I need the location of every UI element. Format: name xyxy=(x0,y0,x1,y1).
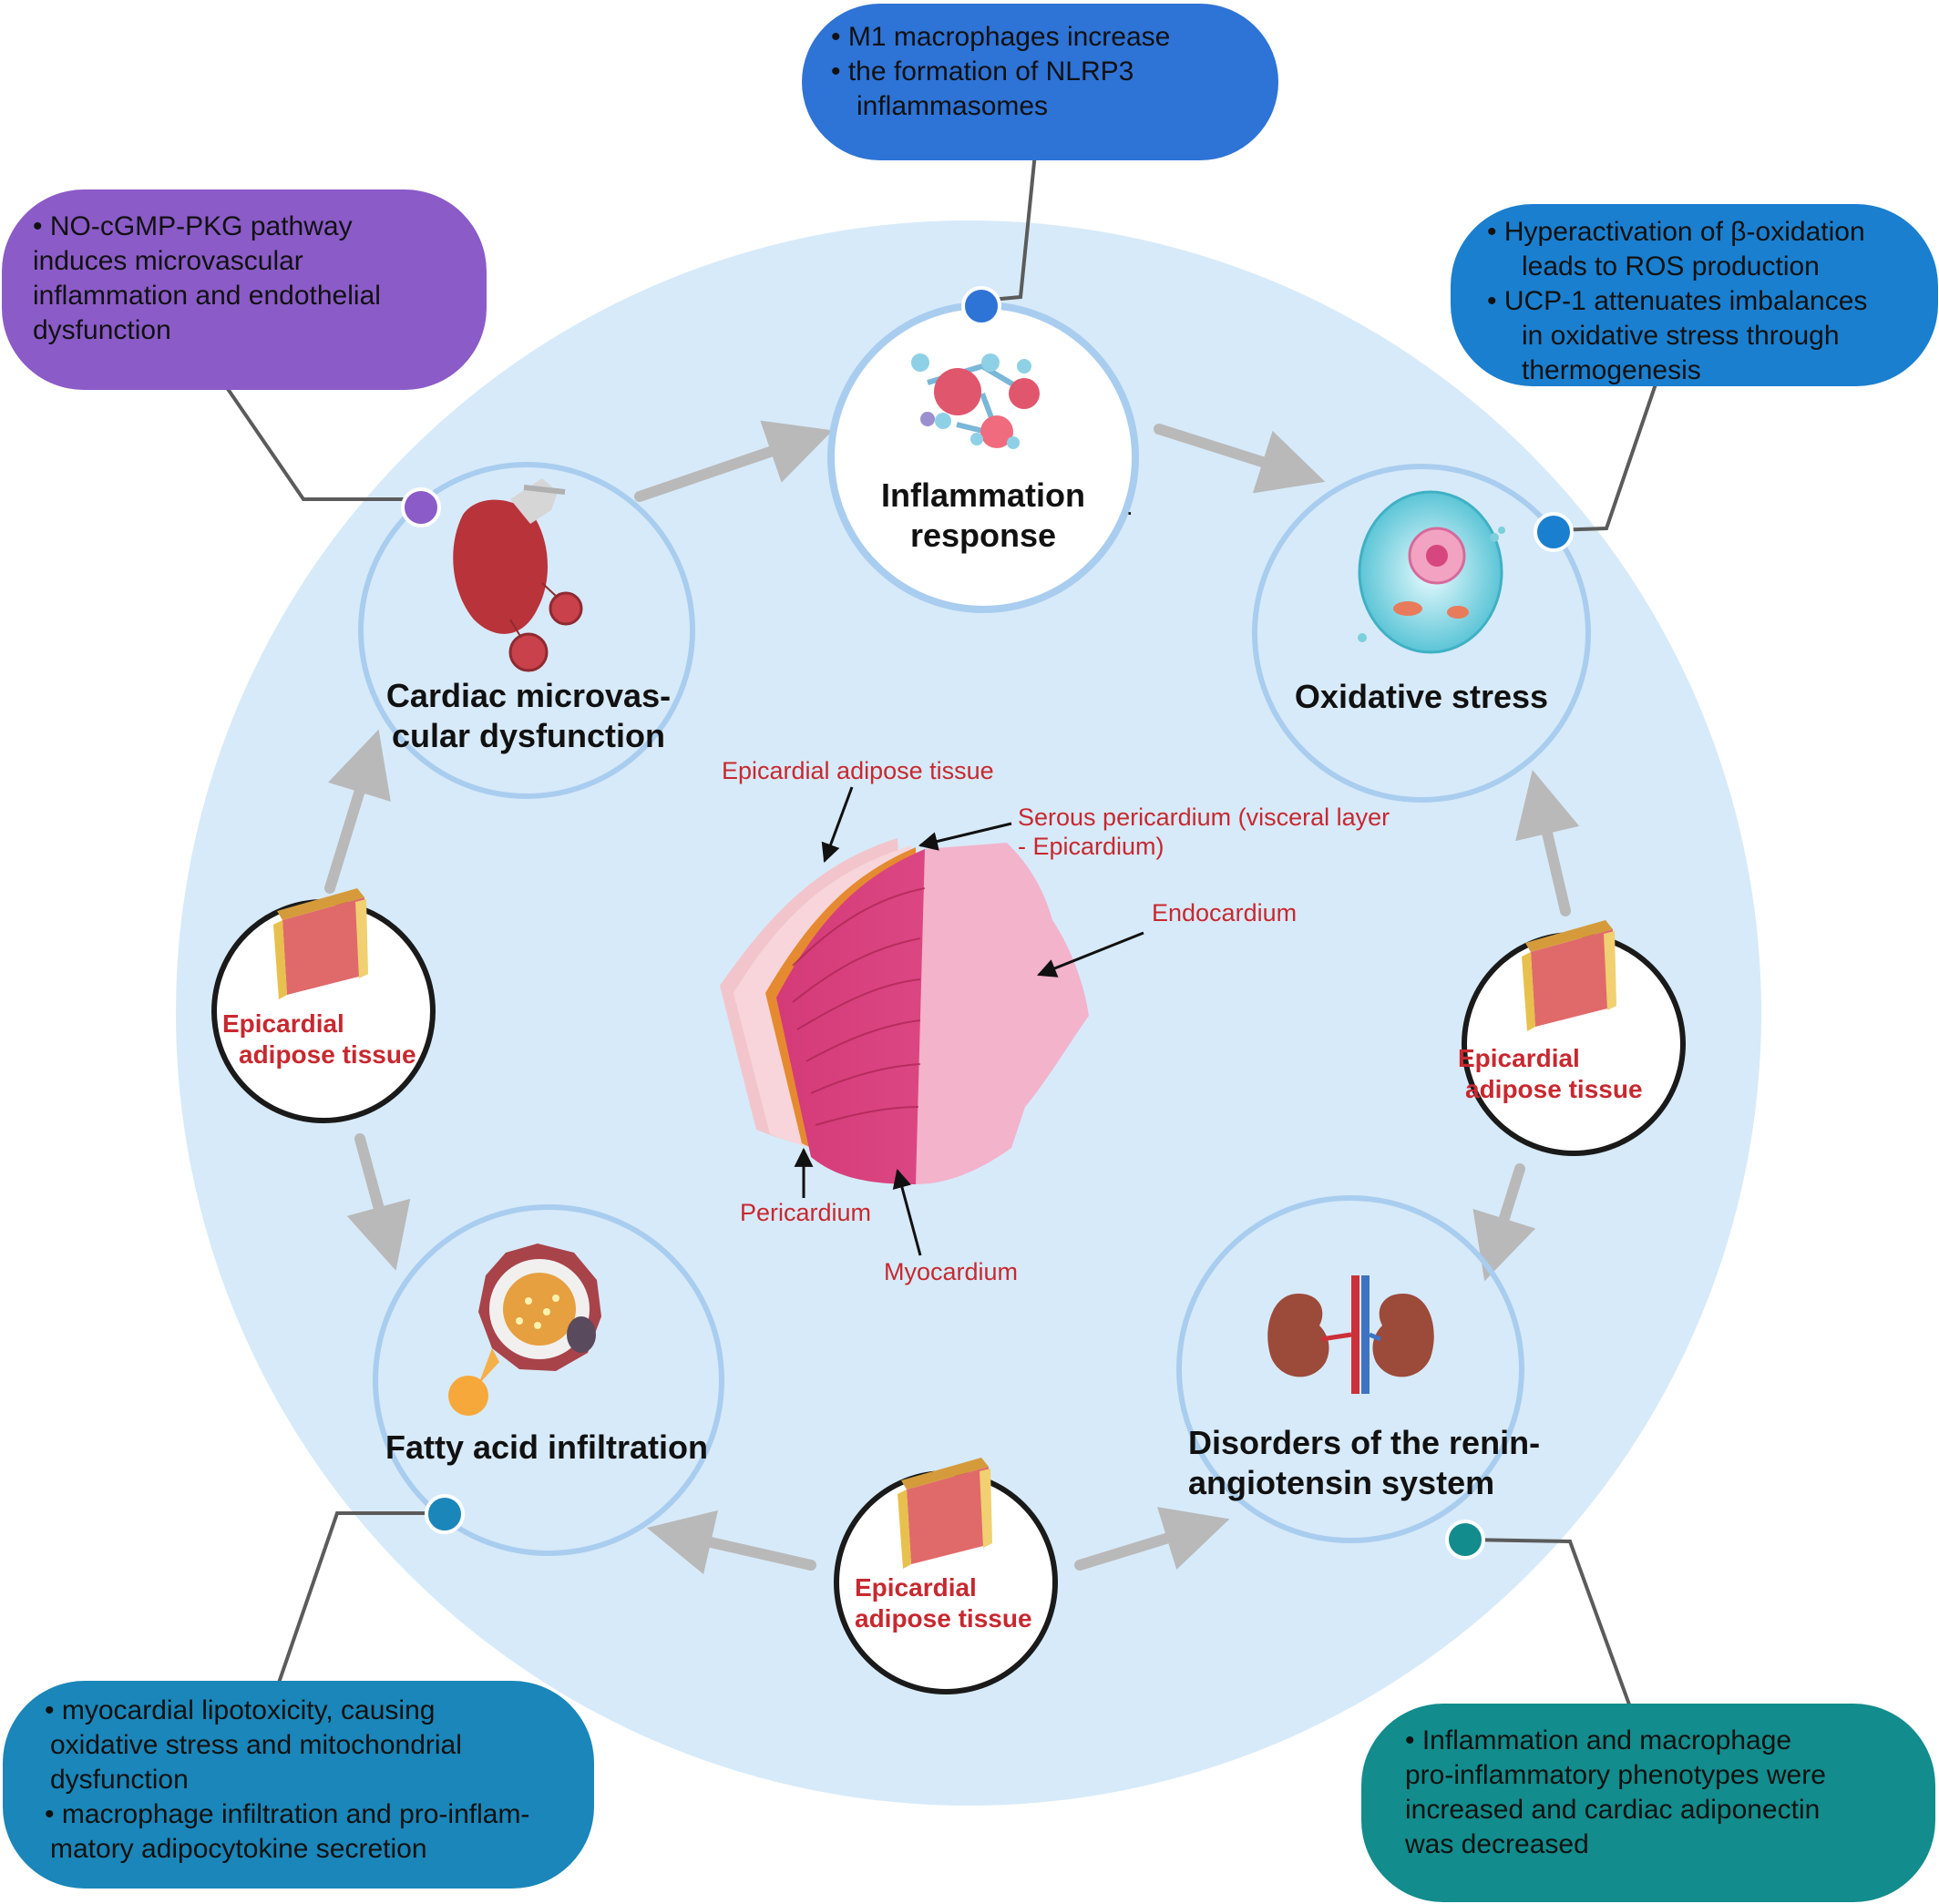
eat-label-line: Epicardial xyxy=(855,1573,977,1602)
arrow-eat-to-fatty xyxy=(646,1510,816,1575)
node-fatty xyxy=(373,1204,724,1556)
arrow-myocardium-pointer xyxy=(892,1168,922,1256)
eat-label-line: Epicardial xyxy=(222,1009,344,1038)
dot-renin xyxy=(1445,1520,1485,1560)
callout-line: dysfunction xyxy=(33,315,171,345)
node-label-inflammation: Inflammation response xyxy=(846,476,1120,556)
dot-oxidative xyxy=(1534,512,1574,552)
arrow-eat-to-oxidative xyxy=(1515,769,1580,916)
callout-line: oxidative stress and mitochondrial xyxy=(50,1730,462,1760)
connector-renin xyxy=(1464,1538,1631,1705)
eat-label-right: Epicardial adipose tissue xyxy=(1458,1043,1643,1105)
molecule-icon xyxy=(911,353,1040,449)
node-label-oxidative: Oxidative stress xyxy=(1276,677,1567,717)
dot-fatty xyxy=(425,1494,465,1534)
callout-renin: • Inflammation and macrophage pro-inflam… xyxy=(1361,1704,1935,1902)
cycle-arrows xyxy=(324,420,1580,1575)
node-cardiac xyxy=(358,462,695,799)
eat-label-line: adipose tissue xyxy=(239,1040,416,1069)
callout-oxidative: • Hyperactivation of β-oxidation leads t… xyxy=(1451,204,1938,386)
dot-inflammation xyxy=(961,286,1001,326)
node-dots xyxy=(401,286,1574,1560)
callout-line: • M1 macrophages increase xyxy=(831,22,1171,52)
anatomy-label-serous-line1: Serous pericardium (visceral layer xyxy=(1018,804,1390,831)
callout-line: • macrophage infiltration and pro-inflam… xyxy=(45,1799,530,1829)
callout-line: matory adipocytokine secretion xyxy=(50,1834,427,1864)
arrow-eat-to-renin-bottom xyxy=(1074,1507,1230,1571)
eat-label-line: adipose tissue xyxy=(1465,1075,1643,1103)
node-label-line: Fatty acid infiltration xyxy=(385,1428,709,1466)
callout-line: inflammasomes xyxy=(857,91,1049,121)
anatomy-label-pericardium: Pericardium xyxy=(740,1199,872,1226)
connector-cardiac xyxy=(224,384,413,501)
eat-label-line: adipose tissue xyxy=(855,1604,1032,1633)
eat-label-bottom: Epicardial adipose tissue xyxy=(855,1572,1032,1634)
callout-line: pro-inflammatory phenotypes were xyxy=(1405,1760,1826,1790)
callout-line: thermogenesis xyxy=(1522,355,1701,385)
node-renin xyxy=(1176,1195,1524,1543)
callout-line: was decreased xyxy=(1405,1829,1589,1859)
callout-line: • Inflammation and macrophage xyxy=(1405,1725,1792,1756)
eat-node-bottom xyxy=(834,1458,1058,1694)
kidney-icon xyxy=(1267,1275,1434,1394)
eat-node-right xyxy=(1462,920,1686,1156)
callout-line: • UCP-1 attenuates imbalances xyxy=(1487,286,1868,316)
callout-line: inflammation and endothelial xyxy=(33,281,381,311)
arrow-inflammation-to-oxidative xyxy=(1154,424,1326,494)
heart-icon xyxy=(453,478,583,672)
node-label-line: Disorders of the renin- xyxy=(1188,1424,1541,1461)
node-label-line: Inflammation xyxy=(880,476,1085,514)
anatomy-label-endocardium: Endocardium xyxy=(1152,899,1298,926)
eat-label-line: Epicardial xyxy=(1458,1044,1580,1072)
eat-label-left: Epicardial adipose tissue xyxy=(222,1008,416,1070)
node-label-line: Oxidative stress xyxy=(1294,678,1549,715)
callout-line: dysfunction xyxy=(50,1765,189,1795)
node-oxidative xyxy=(1252,464,1591,803)
node-label-line: Cardiac microvas- xyxy=(385,677,672,714)
callout-line: • Hyperactivation of β-oxidation xyxy=(1487,217,1865,247)
arrow-endocardium-pointer xyxy=(1037,931,1144,978)
arrow-eat-pointer xyxy=(821,786,854,863)
node-label-line: response xyxy=(909,517,1057,554)
tissue-layer-icon xyxy=(1522,920,1616,1031)
fat-cell-icon xyxy=(448,1244,601,1416)
anatomy-label-myocardium: Myocardium xyxy=(884,1258,1019,1285)
anatomy-label-serous: Serous pericardium (visceral layer - Epi… xyxy=(1018,803,1390,861)
callout-line: increased and cardiac adiponectin xyxy=(1405,1795,1821,1825)
node-label-fatty: Fatty acid infiltration xyxy=(374,1428,720,1468)
node-label-line: angiotensin system xyxy=(1188,1464,1495,1501)
callout-line: • myocardial lipotoxicity, causing xyxy=(45,1695,436,1725)
tissue-layer-icon xyxy=(273,888,368,999)
dot-cardiac xyxy=(401,487,441,527)
callout-line: • NO-cGMP-PKG pathway xyxy=(33,211,353,241)
anatomy-arrows xyxy=(794,786,1144,1256)
callout-cardiac: • NO-cGMP-PKG pathway induces microvascu… xyxy=(2,189,487,390)
callout-shapes xyxy=(2,4,1938,1902)
node-label-line: cular dysfunction xyxy=(391,717,666,754)
cell-icon xyxy=(1358,490,1505,654)
stray-mark: . xyxy=(1126,493,1134,520)
callout-line: in oxidative stress through xyxy=(1522,321,1840,351)
callout-line: leads to ROS production xyxy=(1522,251,1820,282)
node-label-cardiac: Cardiac microvas- cular dysfunction xyxy=(364,676,692,756)
node-label-renin: Disorders of the renin- angiotensin syst… xyxy=(1175,1423,1558,1503)
tissue-layer-icon xyxy=(898,1458,992,1569)
anatomy-label-serous-line2: - Epicardium) xyxy=(1018,833,1164,860)
node-inflammation xyxy=(827,302,1139,613)
callout-fatty: • myocardial lipotoxicity, causing oxida… xyxy=(3,1681,594,1889)
arrow-eat-to-renin xyxy=(1472,1163,1536,1282)
arrow-serous-pointer xyxy=(918,822,1012,851)
arrow-eat-to-fatty-left xyxy=(346,1133,411,1271)
callout-inflammation: • M1 macrophages increase • the formatio… xyxy=(802,4,1278,160)
callout-line: • the formation of NLRP3 xyxy=(831,56,1134,87)
connector-fatty xyxy=(276,1511,444,1686)
arrow-eat-to-cardiac xyxy=(324,729,391,894)
arrow-cardiac-to-inflammation xyxy=(634,420,834,502)
eat-node-left xyxy=(211,888,436,1123)
callout-line: induces microvascular xyxy=(33,246,303,276)
heart-wall-section xyxy=(720,838,1089,1184)
anatomy-label-eat: Epicardial adipose tissue xyxy=(722,757,994,784)
